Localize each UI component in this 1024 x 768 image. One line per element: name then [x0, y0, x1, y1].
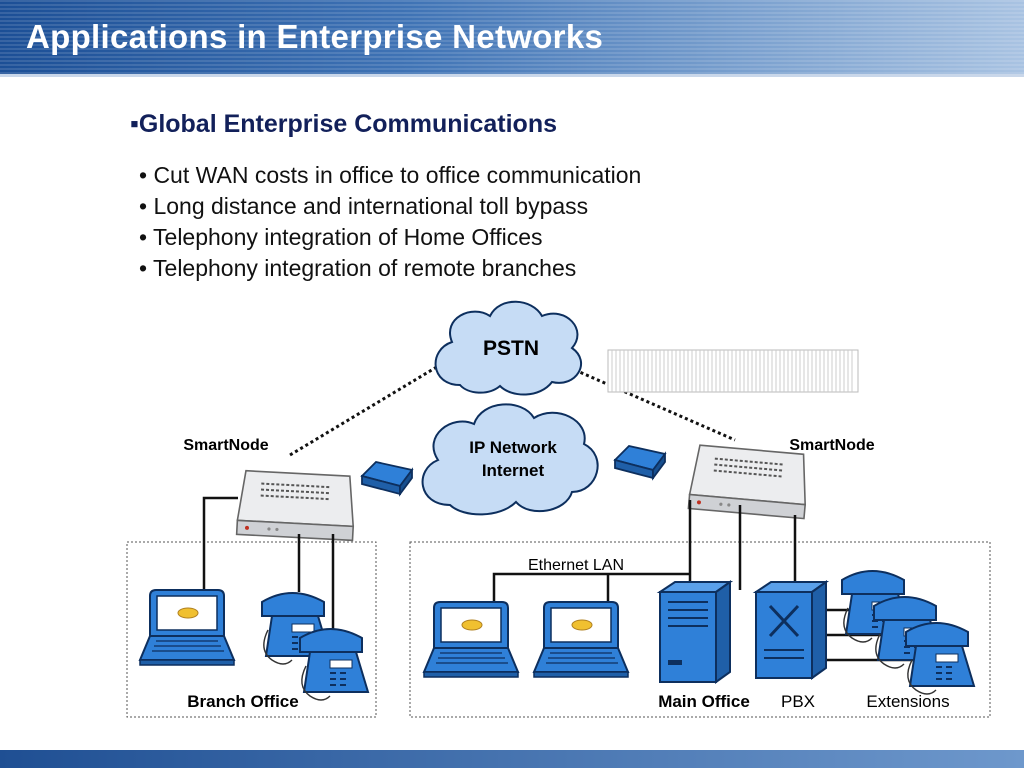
title-bar: Applications in Enterprise Networks [0, 0, 1024, 77]
right-smartnode-label: SmartNode [789, 437, 874, 454]
bullet-item: • Telephony integration of Home Offices [139, 224, 543, 250]
hatched-box [607, 349, 859, 393]
branch-laptop-icon [139, 589, 235, 666]
branch-phone-2-icon [299, 628, 369, 701]
ip-network-cloud-icon [421, 403, 599, 516]
ip-network-label: IP Network [469, 438, 557, 457]
extension-phone-3-icon [905, 622, 975, 695]
pstn-cloud-icon [434, 300, 583, 396]
left-modem-icon [361, 461, 413, 495]
ethernet-lan-label: Ethernet LAN [528, 557, 624, 574]
main-to-pstn-link [574, 368, 736, 442]
branch-office-box [126, 541, 377, 718]
branch-wiring [202, 496, 335, 632]
main-office-label: Main Office [658, 692, 750, 711]
bullet-list: • Cut WAN costs in office to office comm… [139, 160, 641, 284]
main-office-box [409, 541, 991, 718]
bullet-item: • Cut WAN costs in office to office comm… [139, 162, 642, 188]
slide-title: Applications in Enterprise Networks [26, 18, 604, 55]
bullet-item: • Long distance and international toll b… [139, 193, 589, 219]
right-smartnode-icon [687, 443, 811, 520]
square-bullet-icon: ▪ [130, 110, 139, 138]
server-tower-icon [656, 580, 734, 684]
left-smartnode-label: SmartNode [183, 437, 268, 454]
extensions-label: Extensions [866, 692, 949, 711]
main-laptop-1-icon [423, 601, 519, 678]
pbx-icon [752, 580, 830, 680]
footer-bar [0, 750, 1024, 768]
left-smartnode-icon [235, 469, 357, 542]
section-heading-text: Global Enterprise Communications [138, 110, 558, 138]
pbx-label: PBX [781, 692, 815, 711]
branch-office-label: Branch Office [187, 692, 298, 711]
branch-to-pstn-link [289, 363, 441, 457]
bullet-item: • Telephony integration of remote branch… [139, 255, 577, 281]
section-heading: ▪Global Enterprise Communications [130, 110, 557, 139]
pstn-label: PSTN [483, 337, 539, 360]
main-laptop-2-icon [533, 601, 629, 678]
internet-label: Internet [482, 461, 545, 480]
right-modem-icon [614, 445, 666, 479]
